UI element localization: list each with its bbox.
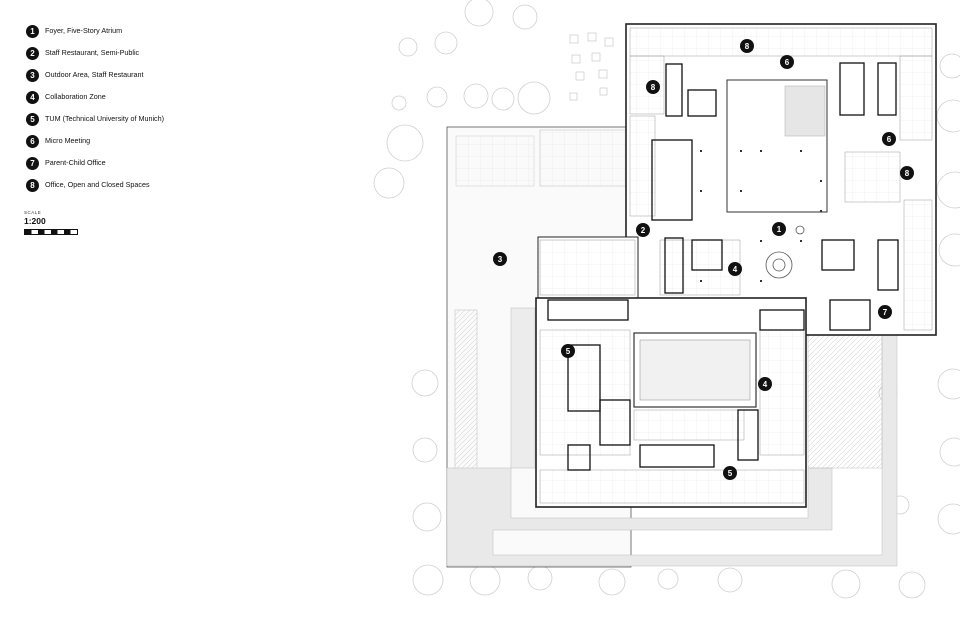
- legend-number: 4: [26, 91, 39, 104]
- legend-item-2: 2 Staff Restaurant, Semi-Public: [24, 44, 224, 66]
- svg-text:1: 1: [777, 225, 782, 234]
- legend-item-1: 1 Foyer, Five-Story Atrium: [24, 22, 224, 44]
- legend-number: 2: [26, 47, 39, 60]
- legend-item-5: 5 TUM (Technical University of Munich): [24, 110, 224, 132]
- cores: [547, 62, 899, 471]
- legend-number: 1: [26, 25, 39, 38]
- office-grid: [539, 27, 933, 504]
- svg-text:6: 6: [785, 58, 790, 67]
- legend-item-4: 4 Collaboration Zone: [24, 88, 224, 110]
- svg-text:2: 2: [641, 226, 646, 235]
- marker-7: 7: [878, 305, 892, 319]
- planter-inner: [510, 307, 536, 469]
- scale-bar: [24, 229, 78, 235]
- legend-item-6: 6 Micro Meeting: [24, 132, 224, 154]
- legend-label: Staff Restaurant, Semi-Public: [45, 48, 140, 57]
- marker-5-west: 5: [561, 344, 575, 358]
- svg-text:8: 8: [905, 169, 910, 178]
- marker-8-north: 8: [740, 39, 754, 53]
- marker-3: 3: [493, 252, 507, 266]
- legend-label: Foyer, Five-Story Atrium: [45, 26, 123, 35]
- marker-1: 1: [772, 222, 786, 236]
- legend-label: Collaboration Zone: [45, 92, 106, 101]
- scale-value: 1:200: [24, 216, 46, 226]
- marker-4-north: 4: [728, 262, 742, 276]
- svg-text:7: 7: [883, 308, 888, 317]
- legend-item-8: 8 Office, Open and Closed Spaces: [24, 176, 224, 198]
- legend: 1 Foyer, Five-Story Atrium 2 Staff Resta…: [24, 22, 224, 198]
- legend-item-7: 7 Parent-Child Office: [24, 154, 224, 176]
- legend-number: 5: [26, 113, 39, 126]
- outdoor-tables: [569, 32, 614, 101]
- columns: [700, 150, 822, 282]
- svg-text:8: 8: [651, 83, 656, 92]
- svg-text:6: 6: [887, 135, 892, 144]
- scale-block: SCALE 1:200: [24, 210, 78, 235]
- svg-text:4: 4: [763, 380, 768, 389]
- legend-label: Parent-Child Office: [45, 158, 106, 167]
- scale-caption: SCALE: [24, 210, 42, 215]
- legend-number: 7: [26, 157, 39, 170]
- legend-number: 8: [26, 179, 39, 192]
- atrium-void: [784, 85, 826, 137]
- svg-text:5: 5: [566, 347, 571, 356]
- marker-8-west: 8: [646, 80, 660, 94]
- marker-6-east: 6: [882, 132, 896, 146]
- svg-text:4: 4: [733, 265, 738, 274]
- pergola: [539, 129, 627, 187]
- reception-desk: [765, 225, 805, 279]
- legend-label: Office, Open and Closed Spaces: [45, 180, 150, 189]
- marker-5-south: 5: [723, 466, 737, 480]
- svg-text:5: 5: [728, 469, 733, 478]
- legend-label: Outdoor Area, Staff Restaurant: [45, 70, 144, 79]
- svg-text:8: 8: [745, 42, 750, 51]
- legend-label: Micro Meeting: [45, 136, 91, 145]
- marker-8-east: 8: [900, 166, 914, 180]
- courtyard-inner: [639, 339, 751, 401]
- marker-6-north: 6: [780, 55, 794, 69]
- marker-2: 2: [636, 223, 650, 237]
- legend-label: TUM (Technical University of Munich): [45, 114, 165, 123]
- restaurant-seating: [455, 135, 535, 187]
- marker-4-south: 4: [758, 377, 772, 391]
- legend-number: 6: [26, 135, 39, 148]
- legend-number: 3: [26, 69, 39, 82]
- svg-text:3: 3: [498, 255, 503, 264]
- planter-east: [807, 332, 883, 469]
- legend-item-3: 3 Outdoor Area, Staff Restaurant: [24, 66, 224, 88]
